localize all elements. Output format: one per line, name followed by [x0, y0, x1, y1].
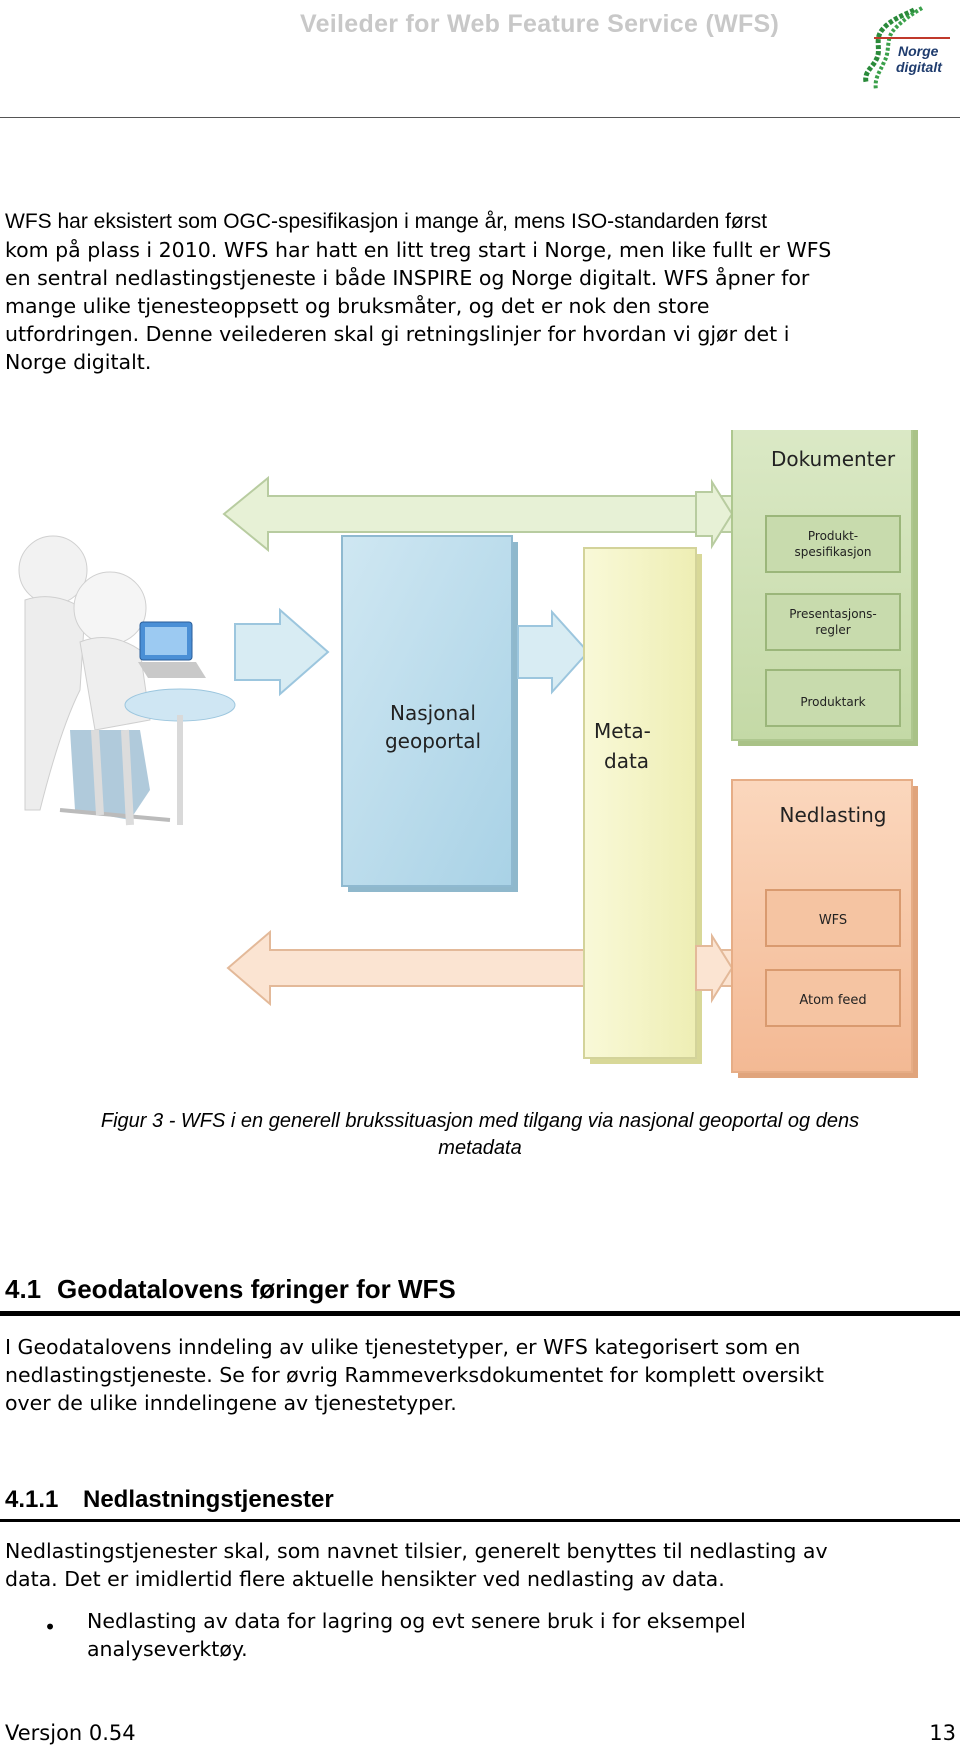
logo-text-line-1: Norge	[898, 43, 939, 59]
figure-caption: Figur 3 - WFS i en generell brukssituasj…	[20, 1108, 940, 1162]
intro-line: Norge digitalt.	[5, 350, 152, 374]
subsection-heading: 4.1.1 Nedlastningstjenester	[5, 1486, 334, 1514]
doc-item-label: spesifikasjon	[794, 545, 871, 559]
doc-item-box	[765, 669, 901, 727]
intro-line: utfordringen. Denne veilederen skal gi r…	[5, 322, 790, 346]
doc-item-label: Produkt-	[808, 529, 858, 543]
subsection-title: Nedlastningstjenester	[83, 1486, 334, 1513]
intro-line: kom på plass i 2010. WFS har hatt en lit…	[5, 238, 832, 262]
download-panel: Nedlasting WFS Atom feed	[731, 779, 918, 1078]
portal-label-line-2: geoportal	[385, 729, 481, 753]
subsection-number: 4.1.1	[5, 1486, 59, 1513]
download-item-label: Atom feed	[799, 993, 866, 1008]
section-line: I Geodatalovens inndeling av ulike tjene…	[5, 1335, 801, 1359]
footer-version: Versjon 0.54	[5, 1721, 136, 1745]
bullet-line: Nedlasting av data for lagring og evt se…	[87, 1609, 746, 1633]
documents-title: Dokumenter	[771, 447, 896, 471]
arrow-to-download	[695, 932, 734, 1004]
doc-item-label: regler	[815, 623, 850, 637]
section-number: 4.1	[5, 1274, 42, 1304]
arrow-to-metadata	[517, 609, 590, 695]
doc-item-box	[765, 593, 901, 651]
document-header-title: Veileder for Web Feature Service (WFS)	[300, 10, 780, 38]
intro-line: mange ulike tjenesteoppsett og bruksmåte…	[5, 294, 710, 318]
download-item-box	[765, 889, 901, 947]
documents-panel: Dokumenter Produkt- spesifikasjon Presen…	[731, 430, 918, 746]
header-divider	[0, 117, 960, 118]
portal-box: Nasjonal geoportal	[341, 535, 518, 892]
subsection-paragraph: Nedlastingstjenester skal, som navnet ti…	[5, 1537, 828, 1593]
bullet-item: Nedlasting av data for lagring og evt se…	[87, 1607, 746, 1663]
caption-line: metadata	[438, 1137, 522, 1159]
logo-text-line-2: digitalt	[896, 59, 943, 75]
section-rule	[0, 1311, 960, 1316]
section-title: Geodatalovens føringer for WFS	[57, 1274, 456, 1304]
download-item-box	[765, 969, 901, 1027]
bullet-line: analyseverktøy.	[87, 1637, 248, 1661]
intro-paragraph: WFS har eksistert som OGC-spesifikasjon …	[5, 208, 831, 376]
bullet-icon: •	[44, 1615, 57, 1639]
metadata-label-line-2: data	[604, 749, 649, 773]
metadata-box: Meta- data	[583, 547, 702, 1064]
download-title: Nedlasting	[780, 803, 887, 827]
intro-line: WFS har eksistert som OGC-spesifikasjon …	[5, 210, 768, 233]
section-paragraph: I Geodatalovens inndeling av ulike tjene…	[5, 1333, 824, 1417]
intro-line: en sentral nedlastingstjeneste i både IN…	[5, 266, 810, 290]
section-heading: 4.1 Geodatalovens føringer for WFS	[5, 1274, 456, 1305]
portal-label-line-1: Nasjonal	[390, 701, 476, 725]
section-line: nedlastingstjeneste. Se for øvrig Rammev…	[5, 1363, 824, 1387]
download-item-label: WFS	[819, 913, 847, 928]
subsection-line: data. Det er imidlertid flere aktuelle h…	[5, 1567, 725, 1591]
doc-item-label: Presentasjons-	[789, 607, 877, 621]
people-at-computer-illustration	[18, 535, 236, 826]
subsection-line: Nedlastingstjenester skal, som navnet ti…	[5, 1539, 828, 1563]
metadata-label-line-1: Meta-	[594, 719, 651, 743]
doc-item-label: Produktark	[800, 695, 865, 709]
wfs-diagram: Nasjonal geoportal Meta- data Dokumenter…	[18, 430, 918, 1078]
arrow-to-documents	[695, 478, 734, 550]
arrow-to-portal	[234, 607, 330, 697]
subsection-rule	[0, 1519, 960, 1522]
logo-swirl-icon	[863, 6, 924, 91]
doc-item-box	[765, 515, 901, 573]
section-line: over de ulike inndelingene av tjenestety…	[5, 1391, 457, 1415]
norge-digitalt-logo: Norge digitalt	[863, 6, 950, 91]
footer-page-number: 13	[929, 1721, 956, 1745]
caption-line: Figur 3 - WFS i en generell brukssituasj…	[100, 1110, 860, 1132]
